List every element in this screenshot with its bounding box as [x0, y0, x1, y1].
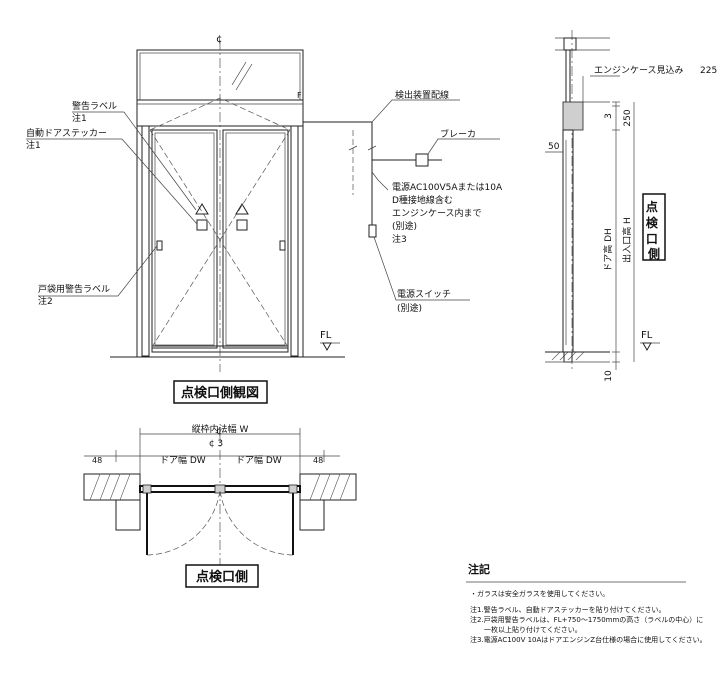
- floor-level-marker: [322, 342, 332, 352]
- power-spec-line-2: D種接地線含む: [392, 194, 453, 206]
- wall-hatch: [89, 473, 351, 501]
- power-switch-note: (別途): [397, 302, 422, 314]
- pocket-warning-icon-right: [279, 240, 286, 251]
- front-floor-level: FL: [320, 330, 332, 341]
- opening-height-label: 出入口高 H: [621, 217, 633, 263]
- right-jamb: [290, 125, 299, 357]
- plan-title: 点検口側: [196, 569, 248, 585]
- right-swing-arc: [219, 489, 294, 556]
- side-inspection-label: 点 検 口 側: [646, 199, 662, 261]
- warning-leader-line: [123, 111, 197, 211]
- engine-header: [136, 99, 304, 127]
- plan-title-box: [185, 564, 259, 588]
- pocket-warning-note: 注2: [38, 295, 53, 307]
- pocket-warning-text: 戸袋用警告ラベル: [38, 283, 110, 295]
- side-floor-hatch: [551, 351, 585, 361]
- door-width-right: ドア幅 DW: [236, 454, 282, 466]
- power-spec-note: 注3: [392, 233, 407, 245]
- right-margin-dim: 48: [313, 456, 323, 465]
- power-spec-line-3: エンジンケース内まで: [392, 207, 482, 219]
- svg-text:¢: ¢: [216, 426, 222, 437]
- opening-swing-right: [219, 129, 291, 351]
- breaker-text: ブレーカ: [440, 128, 476, 140]
- power-switch-leader: [373, 236, 470, 301]
- side-section: エンジンケース見込み 225 3 250 ドア高 DH 出入口高 H 10 50…: [545, 30, 717, 382]
- engine-case: [562, 101, 584, 131]
- front-centerline-symbol: ¢: [216, 34, 222, 45]
- breaker-box: [415, 153, 429, 167]
- door-section: [562, 129, 574, 353]
- power-switch-box: [368, 224, 377, 238]
- opening-swing-left: [149, 129, 221, 351]
- right-wall-return: [299, 499, 325, 531]
- right-wall: [299, 473, 357, 501]
- warning-label-icon-right: [235, 203, 249, 215]
- centerline-dim: ¢ 3: [209, 439, 223, 449]
- notes-block: 注記 ・ガラスは安全ガラスを使用してください。 注1.警告ラベル、自動ドアステッ…: [466, 562, 707, 644]
- power-spec-line-4: (別途): [392, 220, 417, 232]
- frame-inner-width: 縦枠内法幅 W: [192, 423, 249, 435]
- warning-label-text: 警告ラベル: [72, 100, 117, 112]
- note-line-4: 一枚以上貼り付けてください。: [484, 625, 582, 634]
- pocket-warning-icon-left: [156, 240, 163, 251]
- left-wall: [83, 473, 141, 501]
- auto-door-sticker-note: 注1: [26, 139, 41, 151]
- left-jamb: [141, 125, 150, 357]
- detector-wiring-line: [303, 121, 373, 225]
- left-wall-return: [115, 499, 141, 531]
- door-height-label: ドア高 DH: [602, 228, 614, 272]
- pocket-leader-line: [117, 245, 158, 297]
- door-width-left: ドア幅 DW: [160, 454, 206, 466]
- bottom-rail: [151, 345, 289, 353]
- side-floor-level: FL: [641, 330, 653, 341]
- sticker-leader-line: [121, 138, 198, 225]
- left-margin-dim: 48: [92, 456, 102, 465]
- right-pivot: [288, 484, 298, 494]
- center-meeting: [214, 484, 226, 494]
- left-door-leaf: [151, 129, 218, 349]
- engine-case-depth-value: 225: [700, 66, 717, 76]
- front-title: 点検口側観図: [181, 385, 259, 401]
- dim-50: 50: [548, 142, 560, 152]
- note-line-3: 注2.戸袋用警告ラベルは、FL+750～1750mmの高さ（ラベルの中心）に: [470, 615, 703, 624]
- auto-door-sticker-icon-right: [236, 219, 248, 231]
- front-title-box: [173, 380, 268, 404]
- warning-label-note: 注1: [72, 112, 87, 124]
- plan-view: ¢ 縦枠内法幅 W ¢ 3 48 48 ドア幅 DW ドア幅 DW: [83, 423, 357, 588]
- note-line-1: ・ガラスは安全ガラスを使用してください。: [470, 589, 609, 598]
- side-inspection-box: [642, 193, 666, 261]
- left-pivot: [142, 484, 152, 494]
- side-floor-level-marker: [642, 342, 652, 352]
- auto-door-sticker-icon-left: [196, 219, 208, 231]
- front-elevation: ¢ F FL 警告ラベル: [26, 34, 503, 404]
- notes-heading: 注記: [468, 562, 490, 576]
- dim-3: 3: [604, 113, 614, 119]
- warning-label-icon-left: [195, 203, 209, 215]
- left-swing-arc: [146, 489, 221, 556]
- note-line-2: 注1.警告ラベル、自動ドアステッカーを貼り付けてください。: [470, 605, 665, 614]
- right-door-leaf: [222, 129, 289, 349]
- note-line-5: 注3.電源AC100V 10AはドアエンジンZ台仕様の場合に使用してください。: [470, 635, 707, 644]
- power-spec-line-1: 電源AC100V5Aまたは10A: [392, 182, 503, 193]
- power-switch-text: 電源スイッチ: [397, 289, 451, 300]
- ceiling-anchor: [563, 37, 577, 51]
- transom-glare: [231, 61, 247, 86]
- auto-door-sticker-text: 自動ドアステッカー: [26, 127, 107, 139]
- dim-250: 250: [623, 109, 633, 126]
- transom-mark: F: [297, 91, 302, 100]
- dim-10: 10: [604, 370, 614, 382]
- engine-case-depth-label: エンジンケース見込み: [594, 65, 684, 76]
- detector-wiring-text: 検出装置配線: [395, 89, 449, 101]
